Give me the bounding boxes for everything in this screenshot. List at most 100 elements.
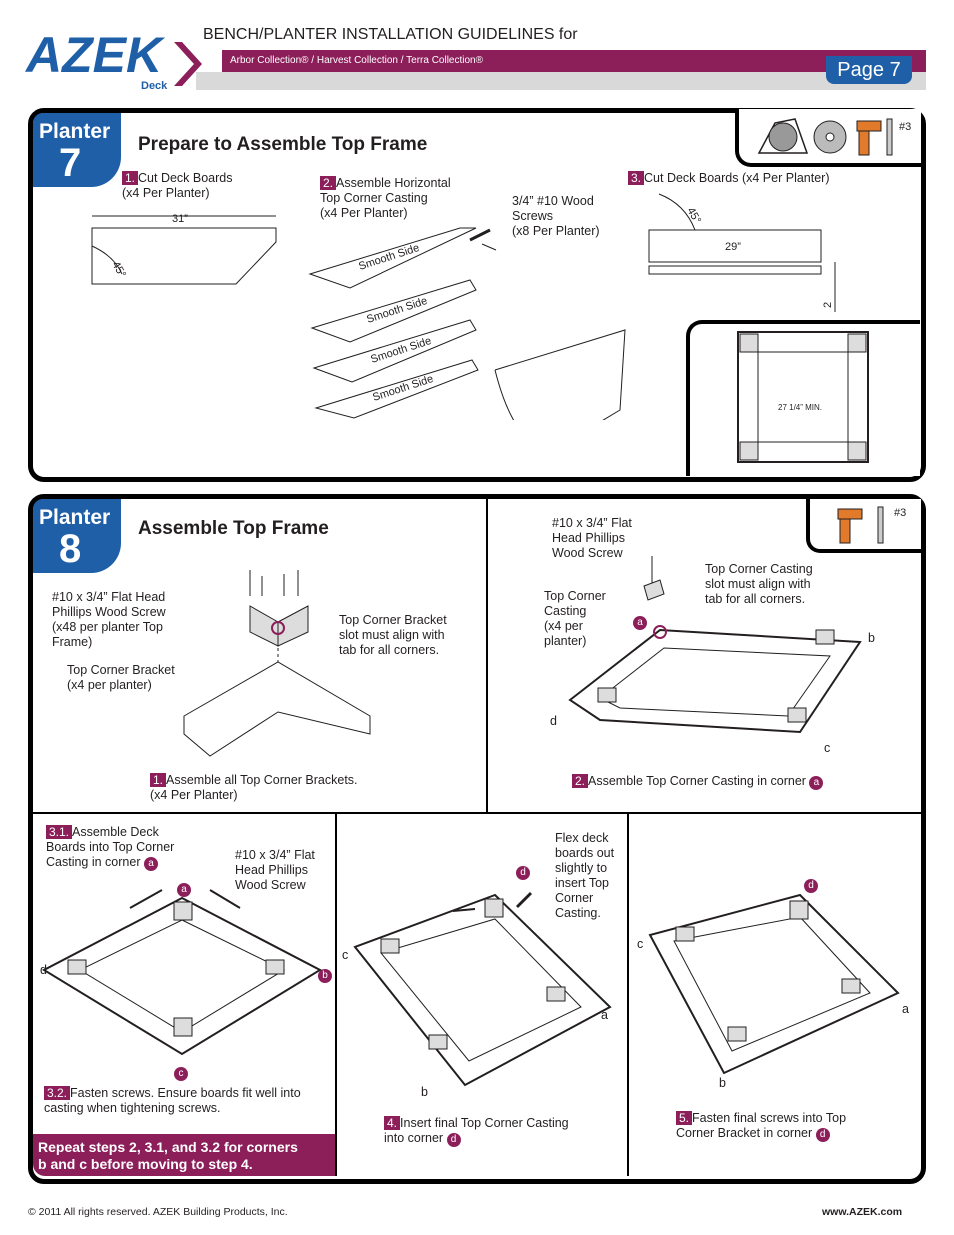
dim-31: 31” xyxy=(172,213,188,225)
casting-piece xyxy=(469,228,497,251)
divider-v-b1 xyxy=(335,814,337,1176)
angle-label: 45° xyxy=(684,206,703,226)
badge-word: Planter xyxy=(39,506,111,529)
step-text: Assemble Top Corner Casting in corner xyxy=(588,774,806,788)
step-number: 2. xyxy=(320,176,337,190)
s8-frame-assembly-3 xyxy=(353,891,612,1087)
s8-col2-corner-d: d xyxy=(516,862,530,880)
s8-col1-corner-a: a xyxy=(177,879,191,897)
s8-step1: 1.Assemble all Top Corner Brackets. (x4 … xyxy=(150,773,358,803)
s8-step31: 3.1.Assemble Deck Boards into Top Corner… xyxy=(46,825,174,871)
divider-v-b2 xyxy=(627,814,629,1176)
step-text: Assemble Horizontal Top Corner Casting (… xyxy=(320,176,451,220)
s8-slot-label: Top Corner Bracket slot must align with … xyxy=(339,613,447,657)
step-text: Assemble Deck Boards into Top Corner Cas… xyxy=(46,825,175,869)
header-title: BENCH/PLANTER INSTALLATION GUIDELINES fo… xyxy=(203,26,578,43)
step-number: 1. xyxy=(122,171,139,185)
s8-col2-corner-b: b xyxy=(421,1085,428,1099)
dim-29: 29” xyxy=(725,241,741,253)
badge-number: 7 xyxy=(59,141,82,185)
corner-marker: a xyxy=(143,857,158,871)
step-text: Fasten screws. Ensure boards fit well in… xyxy=(44,1086,301,1115)
s8-step5: 5.Fasten final screws into Top Corner Br… xyxy=(676,1111,846,1142)
section-7-badge: Planter 7 xyxy=(33,113,121,187)
frame-dim: 27 1/4” MIN. xyxy=(778,403,822,412)
drill-icon xyxy=(837,506,884,544)
footer-url[interactable]: www.AZEK.com xyxy=(822,1206,903,1218)
repeat-text: Repeat steps 2, 3.1, and 3.2 for corners… xyxy=(38,1139,298,1172)
section-7-toolbox: #3 xyxy=(735,109,921,167)
step-number: 3.2. xyxy=(44,1086,71,1100)
step-number: 4. xyxy=(384,1116,401,1130)
s8-step4: 4.Insert final Top Corner Casting into c… xyxy=(384,1116,569,1147)
s8-screw-label-a: #10 x 3/4” Flat Head Phillips Wood Screw… xyxy=(52,590,166,649)
section-8-badge: Planter 8 xyxy=(33,499,121,573)
s8-bracket-assembly xyxy=(183,570,371,757)
s7-step1: 1.Cut Deck Boards (x4 Per Planter) xyxy=(122,171,233,201)
s7-boards-stack: Smooth Side Smooth Side Smooth Side Smoo… xyxy=(308,227,626,420)
grey-bar xyxy=(196,72,926,90)
footer-copyright: © 2011 All rights reserved. AZEK Buildin… xyxy=(28,1206,288,1218)
board-1: Smooth Side xyxy=(308,227,477,289)
repeat-banner xyxy=(33,1134,335,1176)
s8-col1-corner-c: c xyxy=(174,1063,188,1081)
corner-marker: d xyxy=(446,1133,461,1147)
s8-col3-corner-a: a xyxy=(902,1002,909,1016)
badge-word: Planter xyxy=(39,120,111,143)
frame-top-view: 27 1/4” MIN. xyxy=(737,331,869,463)
tool-label: #3 xyxy=(899,121,912,133)
step-number: 3. xyxy=(628,171,645,185)
s7-frame-inset xyxy=(686,320,920,476)
s8-screw-label-c: #10 x 3/4” Flat Head Phillips Wood Screw xyxy=(235,848,315,892)
s8-step2: 2.Assemble Top Corner Casting in corner … xyxy=(572,774,824,790)
page-label: Page 7 xyxy=(826,56,912,84)
s8-casting-slot-label: Top Corner Casting slot must align with … xyxy=(705,562,813,606)
s7-screws-label: 3/4” #10 Wood Screws (x8 Per Planter) xyxy=(512,194,600,238)
s8-bracket-label: Top Corner Bracket (x4 per planter) xyxy=(67,663,175,692)
s8-frame-assembly-4 xyxy=(648,893,900,1075)
step-text: Assemble all Top Corner Brackets. (x4 Pe… xyxy=(150,773,358,802)
step-number: 3.1. xyxy=(46,825,73,839)
collections-text: Arbor Collection® / Harvest Collection /… xyxy=(230,55,483,66)
step-text: Cut Deck Boards (x4 Per Planter) xyxy=(644,171,830,185)
azek-logo: AZEK Deck xyxy=(24,27,202,92)
divider-v-top xyxy=(486,499,488,812)
s8-step32: 3.2.Fasten screws. Ensure boards fit wel… xyxy=(44,1086,301,1116)
s8-casting-label: Top Corner Casting (x4 per planter) xyxy=(544,589,606,648)
corner-b-label: b xyxy=(868,631,875,645)
step-number: 5. xyxy=(676,1111,693,1125)
corner-d-label: d xyxy=(550,714,557,728)
s8-frame-assembly-2 xyxy=(41,889,323,1056)
corner-marker: a xyxy=(809,776,824,790)
step-text: Cut Deck Boards (x4 Per Planter) xyxy=(122,171,233,200)
s8-col1-corner-d: d xyxy=(40,963,47,977)
s7-board-diagram-1: 31” 45° xyxy=(91,213,277,285)
badge-number: 8 xyxy=(59,527,82,571)
step-text: Insert final Top Corner Casting into cor… xyxy=(384,1116,569,1145)
s7-board-diagram-3: 45° 29” 2 xyxy=(648,193,836,312)
s8-col3-corner-c: c xyxy=(637,937,644,951)
s8-col1-corner-b: b xyxy=(318,965,332,983)
thickness-label: 2 xyxy=(822,302,834,308)
divider-h xyxy=(33,812,921,814)
s8-flex-label: Flex deck boards out slightly to insert … xyxy=(555,831,615,920)
s8-col2-corner-a: a xyxy=(601,1008,608,1022)
s8-col2-corner-c: c xyxy=(342,948,349,962)
s7-step2: 2.Assemble Horizontal Top Corner Casting… xyxy=(320,176,451,221)
collection-bar xyxy=(222,50,926,72)
section-8-toolbox: #3 xyxy=(806,499,921,553)
tool-label: #3 xyxy=(894,507,907,519)
step-number: 2. xyxy=(572,774,589,788)
step-number: 1. xyxy=(150,773,167,787)
s8-col3-corner-b: b xyxy=(719,1076,726,1090)
tools-icon xyxy=(757,118,893,156)
corner-a-marker: a xyxy=(633,612,647,630)
step-text: Fasten final screws into Top Corner Brac… xyxy=(676,1111,847,1140)
s8-col3-corner-d: d xyxy=(804,875,818,893)
section-8-title: Assemble Top Frame xyxy=(138,518,329,539)
section-7-title: Prepare to Assemble Top Frame xyxy=(138,134,428,155)
logo-text: AZEK xyxy=(24,27,166,83)
corner-c-label: c xyxy=(824,741,831,755)
corner-marker: d xyxy=(815,1128,830,1142)
s8-frame-assembly-1 xyxy=(568,556,862,734)
